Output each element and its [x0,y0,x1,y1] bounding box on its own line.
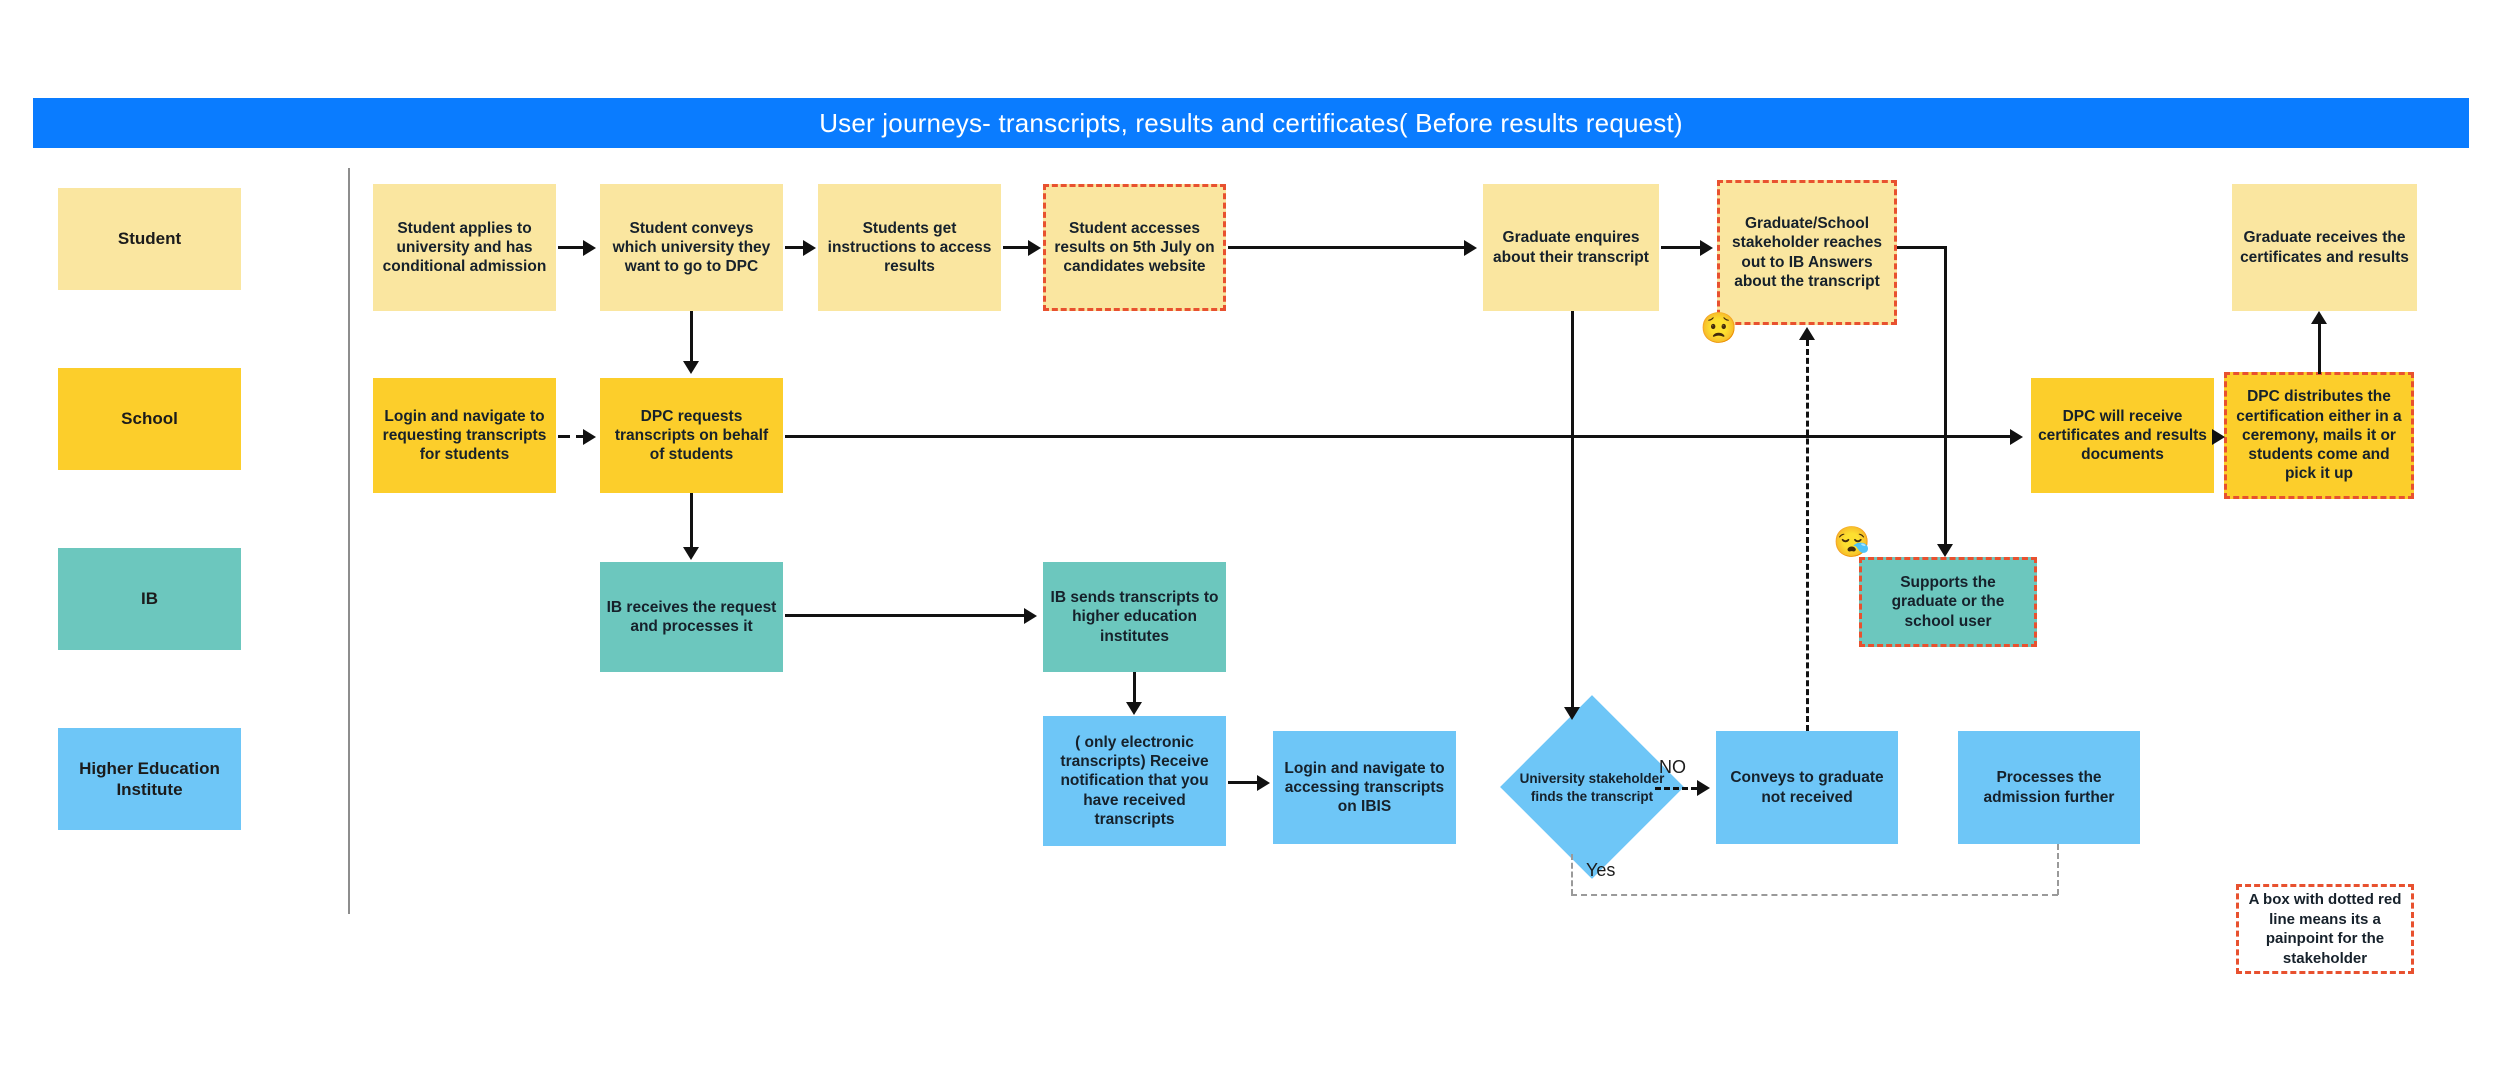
edge-n9-n10-arrowhead [2010,429,2023,445]
edge-n13-n15 [1133,672,1136,704]
edge-decision-yes-right [1571,894,2058,896]
edge-n9-n12-arrowhead [683,547,699,560]
node-conveys-not-received-text: Conveys to graduate not received [1730,769,1884,806]
node-conveys-to-graduate-not-received[interactable]: Conveys to graduate not received [1716,731,1898,844]
lane-label-hei-text: Higher Education Institute [79,758,220,799]
node-dpc-distributes-certification-text: DPC distributes the certification either… [2236,388,2402,483]
node-receive-notification-text: ( only electronic transcripts) Receive n… [1060,733,1209,828]
edge-n6-n14-arrowhead [1937,544,1953,557]
edge-n4-n5-arrowhead [1464,240,1477,256]
node-students-get-instructions[interactable]: Students get instructions to access resu… [818,184,1001,311]
lane-label-ib-text: IB [141,589,158,609]
node-student-conveys-university[interactable]: Student conveys which university they wa… [600,184,783,311]
node-graduate-enquires-text: Graduate enquires about their transcript [1493,229,1649,266]
edge-n3-n4-arrowhead [1028,240,1041,256]
page-title: User journeys- transcripts, results and … [819,107,1683,138]
node-dpc-distributes-certification[interactable]: DPC distributes the certification either… [2224,372,2414,499]
node-processes-admission-further[interactable]: Processes the admission further [1958,731,2140,844]
node-processes-admission-text: Processes the admission further [1983,769,2115,806]
lane-label-school: School [58,368,241,470]
node-student-applies[interactable]: Student applies to university and has co… [373,184,556,311]
lane-label-school-text: School [121,409,178,429]
lane-divider [348,168,350,914]
lane-label-higher-education-institute: Higher Education Institute [58,728,241,830]
edge-n17-to-n6-dashed [1806,340,1809,731]
edge-decision-yes-up-to-n18 [2057,844,2059,895]
node-graduate-enquires[interactable]: Graduate enquires about their transcript [1483,184,1659,311]
node-ib-sends-transcripts[interactable]: IB sends transcripts to higher education… [1043,562,1226,672]
node-supports-graduate-or-school-user[interactable]: Supports the graduate or the school user [1859,557,2037,647]
edge-decision-no-arrowhead [1697,780,1710,796]
edge-n5-n6 [1661,246,1703,249]
node-student-applies-text: Student applies to university and has co… [382,219,547,276]
edge-n11-n7-arrowhead [2311,311,2327,324]
edge-n12-n13 [785,614,1025,617]
edge-n8-n9-arrowhead [583,429,596,445]
node-login-accessing-transcripts-text: Login and navigate to accessing transcri… [1284,759,1445,816]
node-dpc-requests-transcripts-text: DPC requests transcripts on behalf of st… [614,407,769,464]
node-student-accesses-results-text: Student accesses results on 5th July on … [1054,219,1215,276]
edge-n2-n3-arrowhead [803,240,816,256]
sleepy-face-icon: 😪 [1833,526,1871,559]
page-title-bar: User journeys- transcripts, results and … [33,98,2469,148]
edge-n11-n7 [2318,322,2321,374]
node-graduate-receives-certificates-text: Graduate receives the certificates and r… [2240,229,2409,266]
node-graduate-school-stakeholder-reaches-ib[interactable]: Graduate/School stakeholder reaches out … [1717,180,1897,325]
lane-label-ib: IB [58,548,241,650]
edge-n15-n16-arrowhead [1257,775,1270,791]
edge-n1-n2-arrowhead [583,240,596,256]
node-receive-notification-transcripts[interactable]: ( only electronic transcripts) Receive n… [1043,716,1226,846]
edge-n5-n6-arrowhead [1700,240,1713,256]
lane-label-student: Student [58,188,241,290]
node-student-accesses-results[interactable]: Student accesses results on 5th July on … [1043,184,1226,311]
edge-n9-n12 [690,493,693,549]
edge-n2-n9 [690,311,693,363]
edge-n10-n11-arrowhead [2212,429,2225,445]
edge-decision-no-n17 [1655,787,1697,790]
node-graduate-school-stakeholder-text: Graduate/School stakeholder reaches out … [1732,215,1882,290]
edge-n4-n5 [1228,246,1466,249]
node-dpc-will-receive-certificates[interactable]: DPC will receive certificates and result… [2031,378,2214,493]
edge-n17-n6-arrowhead [1799,327,1815,340]
node-ib-sends-transcripts-text: IB sends transcripts to higher education… [1050,589,1219,645]
edge-n9-n10 [785,435,2012,438]
node-login-requesting-transcripts[interactable]: Login and navigate to requesting transcr… [373,378,556,493]
node-login-requesting-transcripts-text: Login and navigate to requesting transcr… [382,407,547,464]
node-students-get-instructions-text: Students get instructions to access resu… [827,219,992,276]
edge-n13-n15-arrowhead [1126,702,1142,715]
legend-painpoint-note: A box with dotted red line means its a p… [2236,884,2414,974]
edge-n8-n9-stub [558,435,570,438]
lane-label-student-text: Student [117,229,182,249]
node-student-conveys-university-text: Student conveys which university they wa… [612,219,771,276]
edge-n15-n16 [1228,781,1258,784]
legend-painpoint-note-text: A box with dotted red line means its a p… [2248,891,2402,967]
worried-face-icon: 😟 [1700,312,1738,345]
edge-n8-n9 [576,435,585,438]
edge-n12-n13-arrowhead [1024,608,1037,624]
edge-label-yes: Yes [1586,860,1616,880]
node-ib-receives-request[interactable]: IB receives the request and processes it [600,562,783,672]
edge-n2-n9-arrowhead [683,361,699,374]
edge-label-no: NO [1659,757,1686,777]
edge-n5-decision [1571,311,1574,709]
edge-n6-down-to-n14 [1944,246,1947,546]
node-ib-receives-request-text: IB receives the request and processes it [606,598,777,635]
node-graduate-receives-certificates[interactable]: Graduate receives the certificates and r… [2232,184,2417,311]
node-dpc-will-receive-certificates-text: DPC will receive certificates and result… [2038,407,2207,464]
node-supports-graduate-text: Supports the graduate or the school user [1891,574,2005,630]
edge-n5-decision-arrowhead [1564,707,1580,720]
edge-n3-n4 [1003,246,1029,249]
node-login-accessing-transcripts-ibis[interactable]: Login and navigate to accessing transcri… [1273,731,1456,844]
edge-n2-n3 [785,246,805,249]
node-dpc-requests-transcripts[interactable]: DPC requests transcripts on behalf of st… [600,378,783,493]
edge-n1-n2 [558,246,584,249]
edge-n6-right [1897,246,1947,249]
edge-decision-yes-down [1571,854,1573,895]
